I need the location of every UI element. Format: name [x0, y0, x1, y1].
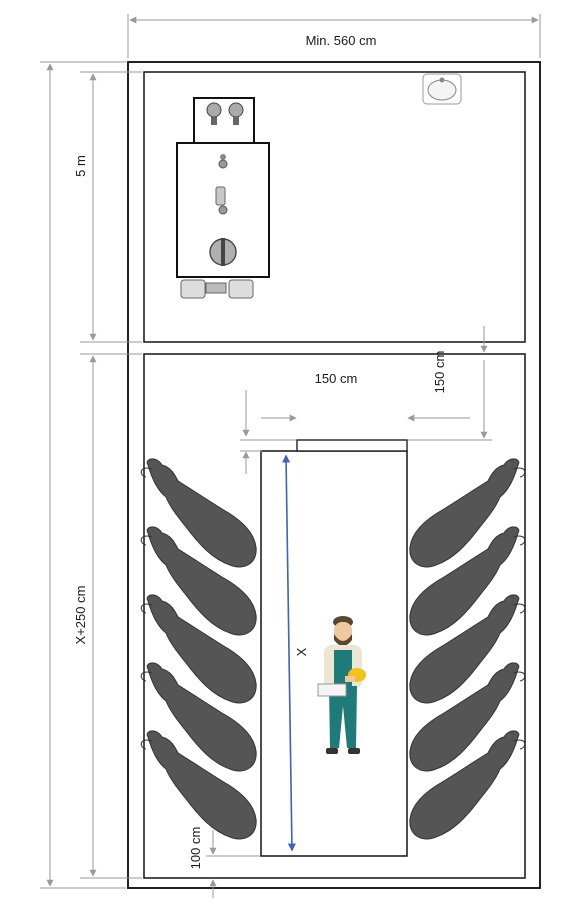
parlour-room — [143, 353, 526, 879]
entry-depth-label: 150 cm — [432, 351, 447, 394]
milking-room-length-label: 5 m — [73, 155, 88, 177]
sink-icon — [422, 73, 462, 105]
entry-width-label: 150 cm — [315, 371, 358, 386]
milk-tank-icon — [176, 97, 270, 299]
outer-wall — [127, 61, 541, 889]
cows-right — [409, 458, 526, 840]
farmer-icon — [317, 616, 366, 754]
bottom-gap-label: 100 cm — [188, 827, 203, 870]
pit-entry — [296, 439, 408, 452]
width-label: Min. 560 cm — [306, 33, 377, 48]
cows-left — [140, 458, 257, 840]
parlour-length-label: X+250 cm — [73, 586, 88, 645]
milking-room — [143, 71, 526, 343]
pit-length-label: X — [294, 647, 309, 656]
pit-length-arrow — [282, 454, 296, 852]
